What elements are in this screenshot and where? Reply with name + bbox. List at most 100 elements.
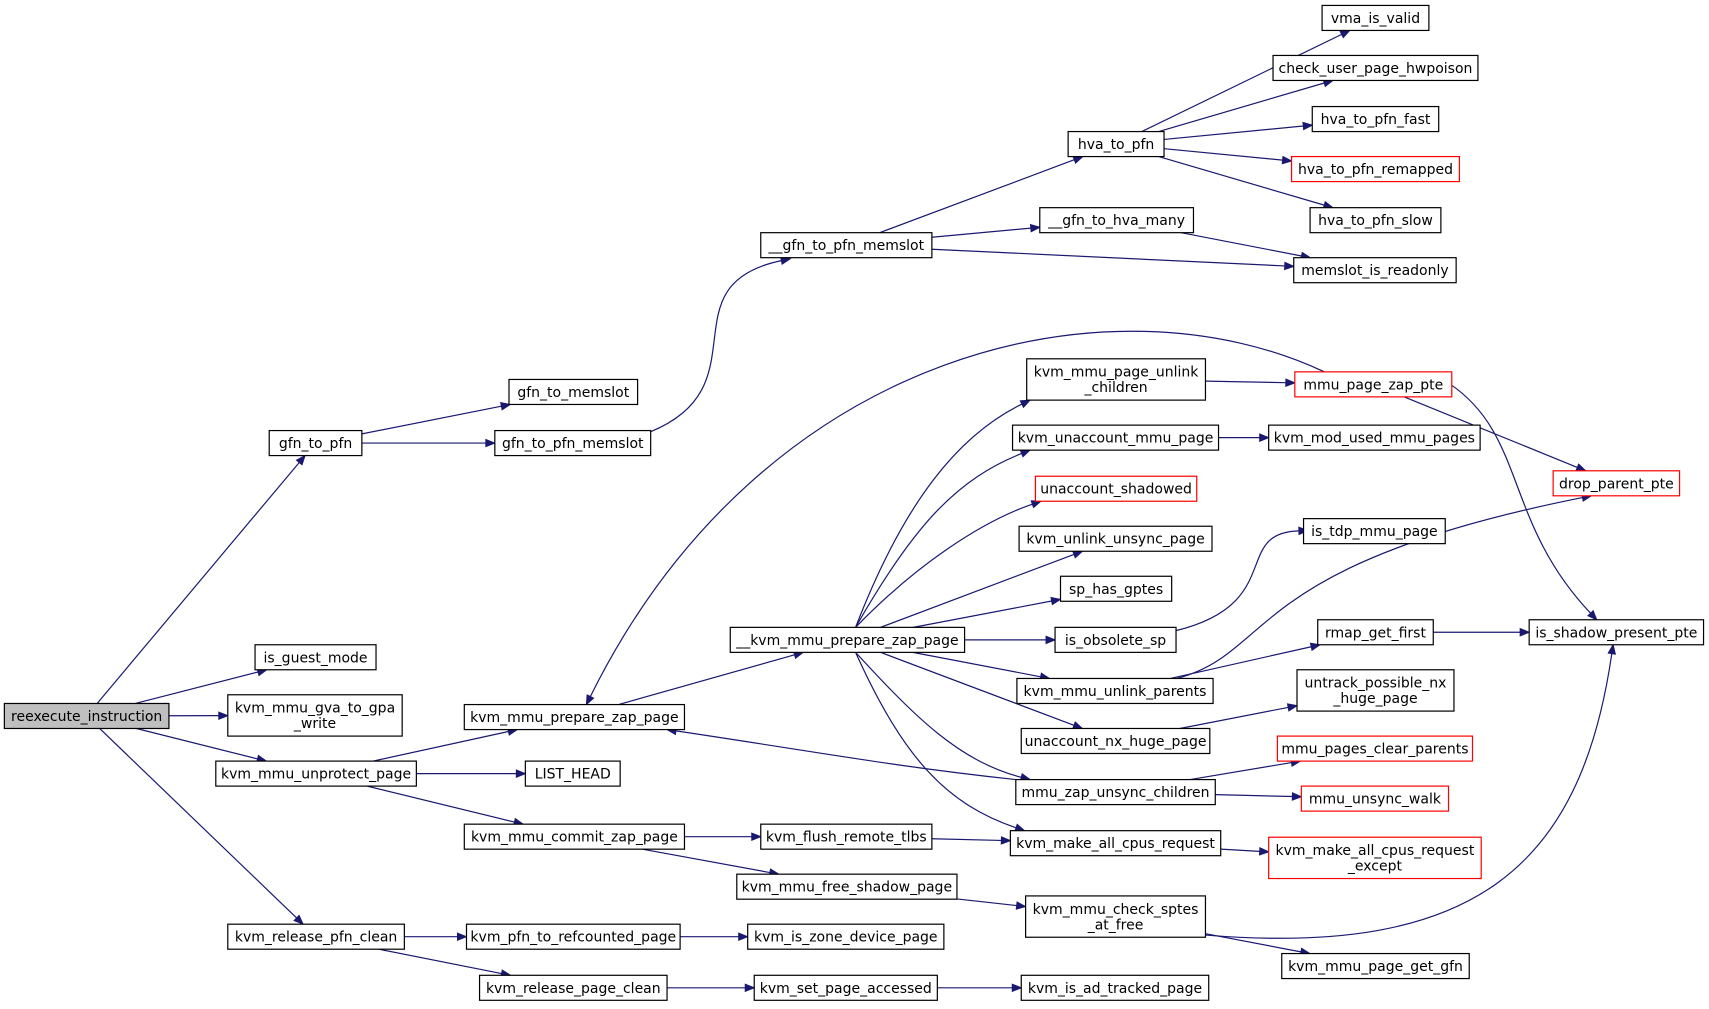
edge-underscore-gfn-to-pfn-memslot-to-hva-to-pfn bbox=[879, 155, 1084, 234]
node-mmu-page-zap-pte[interactable]: mmu_page_zap_pte bbox=[1294, 371, 1453, 398]
edge-mmu-page-zap-pte-to-kvm-mmu-prepare-zap-page bbox=[585, 330, 1325, 706]
edge-kvm-pfn-to-refcounted-page-to-kvm-is-zone-device-page bbox=[680, 932, 750, 942]
node-drop-parent-pte[interactable]: drop_parent_pte bbox=[1552, 470, 1681, 497]
node-label: is_tdp_mmu_page bbox=[1311, 524, 1438, 540]
node-label: unaccount_shadowed bbox=[1040, 482, 1192, 498]
node-is-tdp-mmu-page[interactable]: is_tdp_mmu_page bbox=[1302, 518, 1446, 545]
edge-reexecute-instruction-to-kvm-mmu-gva-to-gpa-write bbox=[168, 711, 230, 721]
node-gfn-to-pfn-memslot[interactable]: gfn_to_pfn_memslot bbox=[494, 429, 652, 457]
edge-kvm-mmu-prepare-zap-page-to-underscore-kvm-mmu-prepare-zap-page bbox=[618, 650, 805, 706]
call-graph-nodes: reexecute_instruction gfn_to_pfn is_guest_… bbox=[3, 4, 1705, 1001]
node-kvm-mmu-unprotect-page[interactable]: kvm_mmu_unprotect_page bbox=[215, 760, 417, 787]
node-kvm-is-zone-device-page[interactable]: kvm_is_zone_device_page bbox=[747, 923, 945, 950]
node-label: gfn_to_pfn bbox=[279, 436, 352, 452]
node-hva-to-pfn-slow[interactable]: hva_to_pfn_slow bbox=[1309, 207, 1442, 234]
node-label: kvm_release_page_clean bbox=[486, 981, 661, 997]
node-reexecute-instruction[interactable]: reexecute_instruction bbox=[3, 702, 170, 730]
node-label: gfn_to_pfn_memslot bbox=[502, 436, 644, 452]
node-kvm-unaccount-mmu-page[interactable]: kvm_unaccount_mmu_page bbox=[1011, 424, 1220, 451]
node-label: kvm_mmu_commit_zap_page bbox=[471, 830, 678, 846]
node-list-head[interactable]: LIST_HEAD bbox=[524, 760, 621, 787]
node-label: kvm_release_pfn_clean bbox=[235, 930, 397, 946]
node-gfn-to-memslot[interactable]: gfn_to_memslot bbox=[508, 378, 639, 406]
node-kvm-mmu-check-sptes-at-free[interactable]: kvm_mmu_check_sptes_at_free bbox=[1025, 895, 1207, 938]
node-label: hva_to_pfn bbox=[1078, 137, 1154, 153]
edge-underscore-kvm-mmu-prepare-zap-page-to-kvm-mmu-page-unlink-children bbox=[855, 399, 1032, 628]
node-mmu-pages-clear-parents[interactable]: mmu_pages_clear_parents bbox=[1276, 735, 1474, 762]
node-label: mmu_unsync_walk bbox=[1309, 792, 1442, 808]
node-hva-to-pfn-remapped[interactable]: hva_to_pfn_remapped bbox=[1290, 155, 1461, 183]
node-unaccount-shadowed[interactable]: unaccount_shadowed bbox=[1034, 475, 1198, 502]
node-sp-has-gptes[interactable]: sp_has_gptes bbox=[1059, 575, 1173, 602]
node-check-user-page-hwpoison[interactable]: check_user_page_hwpoison bbox=[1272, 54, 1479, 82]
edge-mmu-zap-unsync-children-to-kvm-mmu-prepare-zap-page bbox=[665, 726, 1016, 781]
node-kvm-mmu-page-get-gfn[interactable]: kvm_mmu_page_get_gfn bbox=[1281, 952, 1470, 980]
edge-rmap-get-first-to-is-shadow-present-pte bbox=[1433, 627, 1531, 637]
node-unaccount-nx-huge-page[interactable]: unaccount_nx_huge_page bbox=[1020, 727, 1211, 755]
edge-gfn-to-pfn-to-gfn-to-memslot bbox=[361, 402, 512, 435]
node-mmu-zap-unsync-children[interactable]: mmu_zap_unsync_children bbox=[1015, 778, 1216, 806]
node-label: kvm_mmu_unprotect_page bbox=[221, 767, 411, 783]
node-kvm-mmu-page-unlink-children[interactable]: kvm_mmu_page_unlink_children bbox=[1026, 358, 1207, 401]
edge-kvm-release-pfn-clean-to-kvm-release-page-clean bbox=[378, 948, 512, 978]
node-underscore-gfn-to-pfn-memslot[interactable]: __gfn_to_pfn_memslot bbox=[760, 232, 933, 259]
node-kvm-set-page-accessed[interactable]: kvm_set_page_accessed bbox=[753, 974, 938, 1001]
node-kvm-mmu-free-shadow-page[interactable]: kvm_mmu_free_shadow_page bbox=[736, 873, 958, 900]
node-kvm-is-ad-tracked-page[interactable]: kvm_is_ad_tracked_page bbox=[1020, 974, 1210, 1001]
node-label: _at_free bbox=[1087, 917, 1144, 933]
node-label: _children bbox=[1083, 380, 1147, 396]
node-label: kvm_make_all_cpus_request bbox=[1276, 843, 1475, 859]
node-label: kvm_set_page_accessed bbox=[760, 981, 932, 997]
node-is-guest-mode[interactable]: is_guest_mode bbox=[254, 644, 377, 671]
node-kvm-flush-remote-tlbs[interactable]: kvm_flush_remote_tlbs bbox=[760, 823, 933, 850]
node-label: __kvm_mmu_prepare_zap_page bbox=[735, 633, 958, 649]
node-kvm-mmu-prepare-zap-page[interactable]: kvm_mmu_prepare_zap_page bbox=[463, 703, 686, 731]
node-underscore-gfn-to-hva-many[interactable]: __gfn_to_hva_many bbox=[1039, 207, 1195, 234]
node-kvm-make-all-cpus-request[interactable]: kvm_make_all_cpus_request bbox=[1009, 830, 1222, 857]
edge-kvm-mmu-commit-zap-page-to-kvm-mmu-free-shadow-page bbox=[642, 848, 781, 877]
node-label: memslot_is_readonly bbox=[1301, 263, 1448, 279]
node-kvm-unlink-unsync-page[interactable]: kvm_unlink_unsync_page bbox=[1018, 525, 1213, 552]
node-label: is_guest_mode bbox=[264, 650, 368, 666]
node-label: kvm_is_ad_tracked_page bbox=[1028, 981, 1202, 997]
node-underscore-kvm-mmu-prepare-zap-page[interactable]: __kvm_mmu_prepare_zap_page bbox=[729, 626, 966, 653]
node-is-shadow-present-pte[interactable]: is_shadow_present_pte bbox=[1528, 619, 1705, 646]
node-label: mmu_zap_unsync_children bbox=[1022, 785, 1210, 801]
edge-kvm-release-pfn-clean-to-kvm-pfn-to-refcounted-page bbox=[404, 932, 468, 942]
node-label: unaccount_nx_huge_page bbox=[1025, 734, 1207, 750]
node-kvm-release-page-clean[interactable]: kvm_release_page_clean bbox=[478, 974, 668, 1001]
edge-mmu-zap-unsync-children-to-mmu-pages-clear-parents bbox=[1190, 758, 1302, 781]
node-label: kvm_make_all_cpus_request bbox=[1016, 836, 1215, 852]
node-untrack-possible-nx-huge-page[interactable]: untrack_possible_nx_huge_page bbox=[1296, 669, 1455, 712]
edge-unaccount-nx-huge-page-to-untrack-possible-nx-huge-page bbox=[1179, 703, 1299, 730]
node-kvm-mod-used-mmu-pages[interactable]: kvm_mod_used_mmu_pages bbox=[1268, 424, 1481, 451]
node-label: kvm_mmu_gva_to_gpa bbox=[235, 701, 395, 717]
node-label: kvm_unlink_unsync_page bbox=[1026, 532, 1204, 548]
node-label: kvm_mmu_page_unlink bbox=[1034, 365, 1200, 381]
node-hva-to-pfn[interactable]: hva_to_pfn bbox=[1067, 130, 1165, 158]
edge-kvm-set-page-accessed-to-kvm-is-ad-tracked-page bbox=[937, 983, 1023, 993]
node-label: is_obsolete_sp bbox=[1065, 633, 1166, 649]
node-is-obsolete-sp[interactable]: is_obsolete_sp bbox=[1054, 626, 1177, 653]
edge-reexecute-instruction-to-gfn-to-pfn bbox=[96, 454, 306, 704]
node-kvm-pfn-to-refcounted-page[interactable]: kvm_pfn_to_refcounted_page bbox=[465, 923, 681, 950]
edge-underscore-kvm-mmu-prepare-zap-page-to-kvm-mmu-unlink-parents bbox=[912, 651, 1051, 681]
node-kvm-release-pfn-clean[interactable]: kvm_release_pfn_clean bbox=[227, 923, 405, 950]
node-kvm-mmu-commit-zap-page[interactable]: kvm_mmu_commit_zap_page bbox=[463, 823, 686, 850]
edge-kvm-mmu-unprotect-page-to-kvm-mmu-commit-zap-page bbox=[367, 785, 525, 827]
node-kvm-make-all-cpus-request-except[interactable]: kvm_make_all_cpus_request_except bbox=[1268, 836, 1482, 880]
node-label: mmu_page_zap_pte bbox=[1303, 377, 1443, 393]
node-rmap-get-first[interactable]: rmap_get_first bbox=[1317, 619, 1434, 646]
edge-underscore-kvm-mmu-prepare-zap-page-to-kvm-unaccount-mmu-page bbox=[855, 449, 1032, 628]
node-kvm-mmu-unlink-parents[interactable]: kvm_mmu_unlink_parents bbox=[1016, 677, 1214, 705]
node-gfn-to-pfn[interactable]: gfn_to_pfn bbox=[268, 429, 363, 457]
node-label: kvm_mmu_page_get_gfn bbox=[1288, 959, 1463, 975]
edge-kvm-release-page-clean-to-kvm-set-page-accessed bbox=[667, 983, 756, 993]
node-kvm-mmu-gva-to-gpa-write[interactable]: kvm_mmu_gva_to_gpa_write bbox=[227, 694, 403, 737]
node-label: kvm_mmu_check_sptes bbox=[1033, 902, 1199, 918]
node-label: is_shadow_present_pte bbox=[1535, 625, 1697, 641]
node-memslot-is-readonly[interactable]: memslot_is_readonly bbox=[1293, 257, 1457, 284]
node-vma-is-valid[interactable]: vma_is_valid bbox=[1321, 4, 1430, 32]
node-mmu-unsync-walk[interactable]: mmu_unsync_walk bbox=[1300, 785, 1450, 812]
node-hva-to-pfn-fast[interactable]: hva_to_pfn_fast bbox=[1311, 105, 1440, 133]
